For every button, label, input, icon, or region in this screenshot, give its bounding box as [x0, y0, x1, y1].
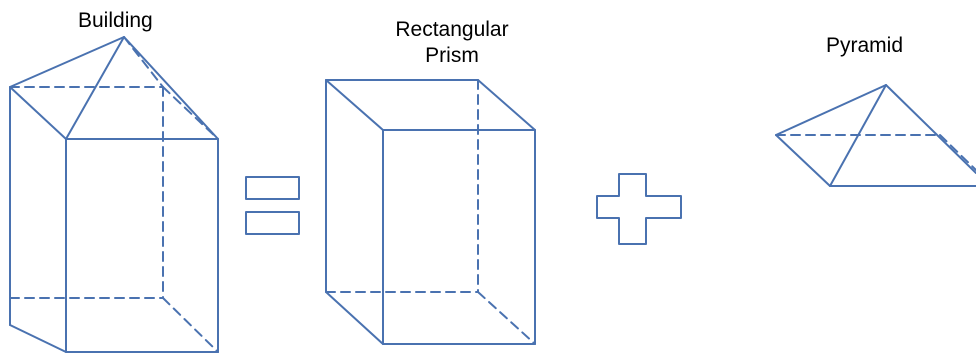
plus-outline: [596, 173, 682, 245]
prism-edge: [477, 79, 536, 131]
prism-edge: [325, 79, 384, 131]
building-shape: [9, 36, 219, 353]
building-hidden-edge: [162, 86, 219, 140]
building-roof-edge: [9, 36, 125, 88]
building-edge: [9, 324, 67, 353]
equals-sign-icon: [245, 176, 300, 235]
plus-sign-icon: [596, 173, 682, 245]
rectangular-prism-label: Rectangular Prism: [372, 17, 532, 69]
building-hidden-edge: [162, 297, 219, 353]
rectangular-prism-label-line2: Prism: [425, 44, 479, 67]
building-roof-edge: [65, 36, 125, 140]
pyramid-label: Pyramid: [826, 34, 904, 57]
prism-hidden-edge: [477, 291, 536, 345]
pyramid-edge: [775, 84, 887, 136]
rectangular-prism-label-line1: Rectangular: [395, 18, 509, 41]
pyramid-edge: [885, 84, 976, 174]
building-edge: [9, 86, 67, 140]
building-roof-edge: [123, 36, 219, 140]
pyramid-hidden-edge: [939, 134, 976, 171]
prism-edge: [325, 291, 384, 345]
rectangular-prism-shape: [325, 79, 536, 345]
equals-bar-top: [245, 176, 300, 200]
building-label: Building: [78, 9, 153, 32]
pyramid-edge: [775, 134, 831, 187]
pyramid-shape: [775, 84, 976, 187]
equals-bar-bottom: [245, 211, 300, 235]
building-hidden-edge: [123, 36, 164, 88]
